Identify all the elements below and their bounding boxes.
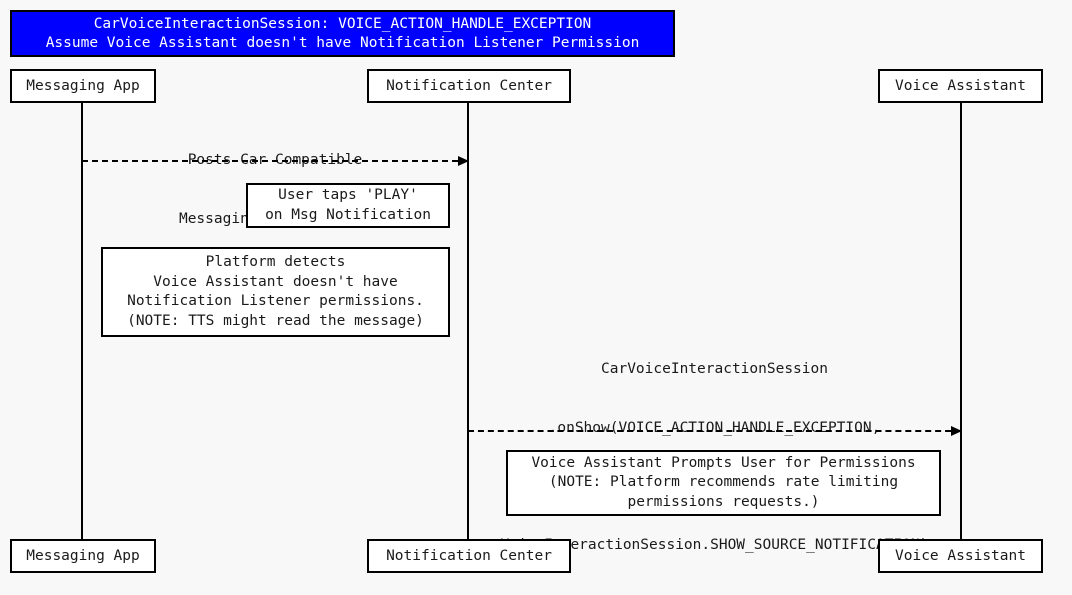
- note-user-taps-play: User taps 'PLAY' on Msg Notification: [246, 183, 450, 228]
- diagram-title-banner: CarVoiceInteractionSession: VOICE_ACTION…: [10, 10, 675, 57]
- participant-label-messaging-app-top: Messaging App: [26, 78, 140, 94]
- participant-label-notification-center-bottom: Notification Center: [386, 548, 552, 564]
- note-platform-detects: Platform detects Voice Assistant doesn't…: [101, 247, 450, 337]
- message-arrow-head-on-show-call: [951, 426, 962, 436]
- participant-label-notification-center-top: Notification Center: [386, 78, 552, 94]
- note-prompts-user: Voice Assistant Prompts User for Permiss…: [506, 450, 941, 516]
- message-arrow-shaft-on-show-call: [468, 430, 961, 432]
- note-user-taps-play-line-1: User taps 'PLAY': [278, 187, 418, 203]
- participant-box-voice-assistant-top[interactable]: Voice Assistant: [878, 69, 1043, 103]
- participant-label-messaging-app-bottom: Messaging App: [26, 548, 140, 564]
- participant-box-voice-assistant-bottom[interactable]: Voice Assistant: [878, 539, 1043, 573]
- lifeline-voice-assistant: [960, 103, 962, 540]
- note-platform-detects-line-4: (NOTE: TTS might read the message): [127, 312, 424, 329]
- message-label-on-show-call-line-1: CarVoiceInteractionSession: [601, 361, 828, 377]
- message-arrow-head-post-notification: [458, 156, 469, 166]
- note-prompts-user-line-2: (NOTE: Platform recommends rate limiting: [548, 474, 899, 491]
- message-label-on-show-call-line-4: VoiceInteractionSession.SHOW_SOURCE_NOTI…: [500, 536, 929, 553]
- diagram-title-line-1: CarVoiceInteractionSession: VOICE_ACTION…: [93, 15, 592, 32]
- note-platform-detects-line-3: Notification Listener permissions.: [127, 293, 424, 309]
- lifeline-messaging-app: [81, 103, 83, 540]
- note-prompts-user-line-1: Voice Assistant Prompts User for Permiss…: [531, 454, 916, 471]
- message-arrow-post-notification: [81, 155, 469, 167]
- note-prompts-user-line-3: permissions requests.): [627, 493, 820, 510]
- diagram-title-line-2: Assume Voice Assistant doesn't have Noti…: [45, 34, 640, 51]
- participant-box-notification-center-top[interactable]: Notification Center: [367, 69, 571, 103]
- note-user-taps-play-line-2: on Msg Notification: [265, 206, 431, 223]
- participant-box-messaging-app-top[interactable]: Messaging App: [10, 69, 156, 103]
- message-arrow-on-show-call: [467, 425, 962, 437]
- participant-box-messaging-app-bottom[interactable]: Messaging App: [10, 539, 156, 573]
- participant-label-voice-assistant-top: Voice Assistant: [895, 78, 1026, 94]
- note-platform-detects-line-1: Platform detects: [205, 254, 346, 270]
- participant-box-notification-center-bottom[interactable]: Notification Center: [367, 539, 571, 573]
- lifeline-notification-center: [467, 103, 469, 540]
- message-arrow-shaft-post-notification: [82, 160, 468, 162]
- participant-label-voice-assistant-bottom: Voice Assistant: [895, 548, 1026, 564]
- note-platform-detects-line-2: Voice Assistant doesn't have: [153, 273, 398, 290]
- message-label-on-show-call-line-2: .onShow(VOICE_ACTION_HANDLE_EXCEPTION,: [548, 419, 881, 436]
